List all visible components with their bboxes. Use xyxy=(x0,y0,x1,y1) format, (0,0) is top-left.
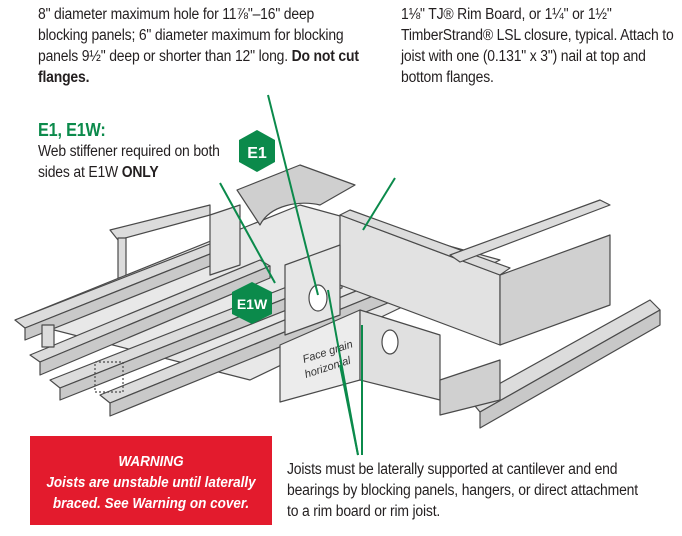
e1-note: E1, E1W: Web stiffener required on both s… xyxy=(38,120,245,183)
hole xyxy=(308,284,328,312)
hole xyxy=(381,329,399,355)
joist-side xyxy=(39,265,271,376)
top-plate-cutaway xyxy=(236,164,356,226)
warning-title: WARNING xyxy=(118,453,184,470)
warning-line-2: braced. See Warning on cover. xyxy=(52,495,250,512)
e1-text: Web stiffener required on both sides at … xyxy=(38,143,220,181)
warning-box: WARNING Joists are unstable until latera… xyxy=(30,436,272,525)
hole-note-bold: Do not cut flanges. xyxy=(38,48,359,86)
e1-badge: E1 xyxy=(239,130,275,172)
e1-heading: E1, E1W: xyxy=(38,120,106,140)
beam-side xyxy=(479,309,661,429)
joist-right xyxy=(449,199,611,263)
hidden-detail xyxy=(94,361,124,393)
leader-e1w xyxy=(219,182,276,284)
hole-size-note: 8" diameter maximum hole for 11⅞"–16" de… xyxy=(38,4,362,88)
leader-hole xyxy=(267,94,319,296)
rim-board-note: 1⅛" TJ® Rim Board, or 1¼" or 1½" TimberS… xyxy=(401,6,674,86)
e1w-badge: E1W xyxy=(232,282,272,324)
blocking-panel-side xyxy=(359,309,441,401)
hanger-bracket xyxy=(41,324,55,348)
hole-note-text: 8" diameter maximum hole for 11⅞"–16" de… xyxy=(38,6,344,65)
blocking-panel xyxy=(209,204,241,276)
e1-badge-label: E1 xyxy=(247,145,267,162)
e1w-badge-label: E1W xyxy=(237,296,268,312)
hexagon-icon xyxy=(239,130,275,172)
leader-lateral-2 xyxy=(339,364,359,456)
warning-line-1: Joists are unstable until laterally xyxy=(46,474,256,491)
leader-rim xyxy=(362,177,396,231)
joist-right-side xyxy=(499,234,611,346)
joist-end xyxy=(439,359,501,416)
back-plate xyxy=(109,204,211,241)
e1-bold: ONLY xyxy=(121,164,159,181)
lateral-support-note: Joists must be laterally supported at ca… xyxy=(287,461,638,520)
back-post xyxy=(117,237,127,279)
hexagon-icon xyxy=(232,282,272,324)
